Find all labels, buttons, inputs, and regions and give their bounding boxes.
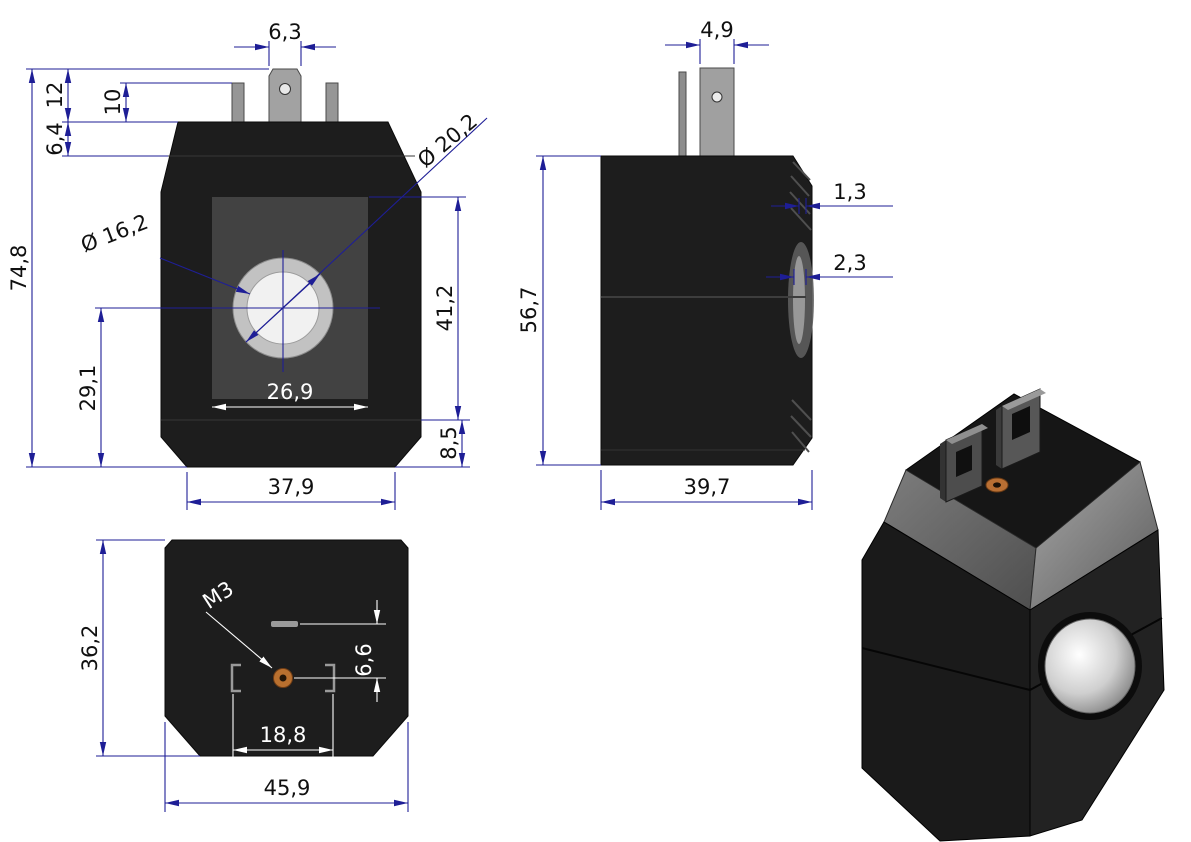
iso-insert-hole: [993, 482, 1001, 488]
iso-bore: [1044, 618, 1136, 714]
iso-spade-terminal-right: [996, 388, 1046, 470]
side-dimension-texts: 4,9 1,3 2,3 56,7 39,7: [517, 18, 867, 499]
isometric-view: [861, 388, 1165, 842]
dim-bottom-body-depth: 36,2: [78, 625, 102, 672]
m3-insert-bore: [279, 674, 287, 682]
side-view: [600, 67, 814, 466]
dim-bottom-offset: 6,6: [352, 643, 376, 676]
dim-side-rib-step-1: 1,3: [833, 180, 866, 204]
dim-bottom-slot-spacing: 18,8: [260, 723, 307, 747]
side-dimension-lines: [536, 39, 893, 510]
front-view: [160, 68, 422, 468]
side-terminal-hole: [711, 91, 723, 103]
side-spade-terminal: [699, 67, 735, 157]
dim-front-window-width: 26,9: [267, 380, 314, 404]
bottom-view: [164, 539, 409, 757]
dim-bottom-body-width: 45,9: [264, 776, 311, 800]
iso-spade-terminal-left: [940, 423, 988, 503]
rib-highlight-inner: [793, 256, 805, 344]
dim-front-lower-span: 29,1: [76, 365, 100, 412]
knurl-hatching: [789, 161, 812, 453]
bottom-slot: [271, 621, 298, 627]
dim-front-pin-height: 10: [101, 89, 125, 116]
terminal-hole: [279, 83, 291, 95]
dim-front-outer-diameter: Ø 20,2: [413, 109, 482, 172]
iso-seam-left: [861, 647, 1031, 691]
front-dimension-lines: [26, 41, 488, 510]
bottom-white-annotations: [205, 600, 386, 760]
dim-front-tab-height: 12: [43, 82, 67, 109]
coil-body-side: [600, 155, 813, 466]
dim-front-base-height: 8,5: [437, 426, 461, 459]
dim-front-overall-height: 74,8: [7, 245, 31, 292]
dim-front-upper-span: 41,2: [433, 285, 457, 332]
bottom-bracket-left: [230, 663, 241, 693]
dim-front-collar-height: 6,4: [43, 122, 67, 155]
dim-side-body-height: 56,7: [517, 287, 541, 334]
side-thin-pin: [678, 71, 687, 157]
bottom-dimension-lines: [96, 539, 409, 812]
front-spade-terminal: [268, 68, 302, 124]
dim-side-body-depth: 39,7: [684, 475, 731, 499]
dim-front-body-width: 37,9: [268, 475, 315, 499]
coil-body-bottom: [164, 539, 409, 757]
dim-front-inner-diameter: Ø 16,2: [78, 210, 152, 257]
front-left-pin: [231, 82, 245, 124]
dim-side-tab-width: 4,9: [700, 18, 733, 42]
front-right-pin: [325, 82, 339, 124]
dim-front-tab-width: 6,3: [268, 20, 301, 44]
dim-side-rib-step-2: 2,3: [833, 251, 866, 275]
